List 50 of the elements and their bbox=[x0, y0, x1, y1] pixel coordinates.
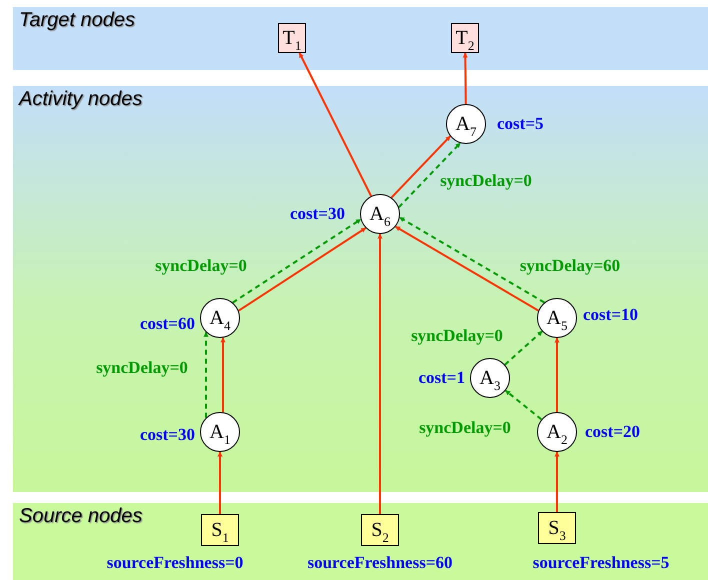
cost-label: cost=10 bbox=[583, 305, 638, 325]
edge-label: syncDelay=0 bbox=[411, 326, 503, 346]
arrow bbox=[395, 226, 539, 312]
source-box: S$_{1}$ bbox=[201, 514, 239, 546]
activity-circle: A$_{6}$ bbox=[360, 194, 400, 234]
band-title: Target nodes bbox=[19, 9, 136, 32]
activity-circle: A$_{2}$ bbox=[537, 412, 577, 452]
edge-label: syncDelay=0 bbox=[96, 358, 188, 378]
band-panel bbox=[13, 503, 708, 580]
cost-label: cost=60 bbox=[140, 314, 195, 334]
activity-circle: A$_{5}$ bbox=[537, 298, 577, 338]
band-title: Source nodes bbox=[19, 505, 142, 528]
activity-circle: A$_{4}$ bbox=[200, 298, 240, 338]
arrow bbox=[220, 337, 226, 412]
arrow bbox=[554, 452, 560, 512]
arrow bbox=[504, 390, 542, 420]
target-box: T$_{1}$ bbox=[278, 23, 306, 53]
edge-label: syncDelay=0 bbox=[440, 171, 532, 191]
freshness-label: sourceFreshness=5 bbox=[532, 553, 670, 573]
arrow bbox=[504, 330, 543, 366]
activity-circle: A$_{7}$ bbox=[446, 104, 486, 144]
activity-circle: A$_{1}$ bbox=[200, 412, 240, 452]
cost-label: cost=30 bbox=[290, 204, 345, 224]
arrow bbox=[462, 52, 468, 104]
edge-label: syncDelay=0 bbox=[155, 256, 247, 276]
target-box: T$_{2}$ bbox=[451, 23, 479, 53]
cost-label: cost=1 bbox=[418, 368, 465, 388]
band-panel bbox=[13, 7, 708, 70]
arrow bbox=[204, 332, 208, 418]
source-box: S$_{3}$ bbox=[538, 512, 576, 544]
freshness-label: sourceFreshness=0 bbox=[106, 553, 244, 573]
cost-label: cost=30 bbox=[140, 425, 195, 445]
cost-label: cost=5 bbox=[497, 114, 544, 134]
arrow bbox=[390, 136, 451, 198]
arrow bbox=[378, 234, 382, 514]
edge-label: syncDelay=60 bbox=[520, 256, 620, 276]
arrow bbox=[298, 52, 372, 197]
arrow bbox=[554, 338, 560, 412]
edge-label: syncDelay=0 bbox=[419, 418, 511, 438]
band-title: Activity nodes bbox=[19, 88, 142, 111]
band-panel bbox=[13, 86, 708, 492]
arrow bbox=[218, 452, 222, 514]
cost-label: cost=20 bbox=[585, 422, 640, 442]
arrow bbox=[398, 142, 461, 208]
arrow bbox=[232, 218, 362, 304]
freshness-label: sourceFreshness=60 bbox=[307, 553, 453, 573]
source-box: S$_{2}$ bbox=[361, 514, 399, 546]
activity-circle: A$_{3}$ bbox=[470, 358, 510, 398]
arrow bbox=[238, 227, 366, 312]
arrow bbox=[399, 216, 545, 304]
